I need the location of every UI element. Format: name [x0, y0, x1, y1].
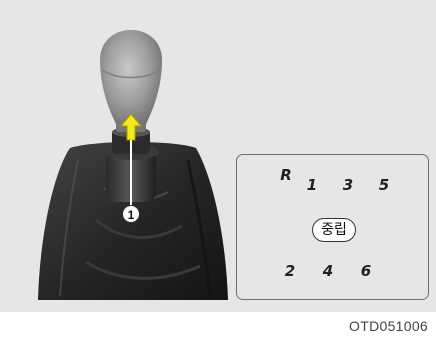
caption-bar: OTD051006	[0, 312, 436, 340]
gear-label-first: 1	[302, 176, 322, 194]
gear-label-third: 3	[338, 176, 358, 194]
gear-label-fourth: 4	[318, 262, 338, 280]
neutral-label: 중립	[312, 218, 356, 242]
gear-label-second: 2	[280, 262, 300, 280]
figure-code: OTD051006	[349, 318, 428, 334]
gear-label-reverse: R	[276, 166, 296, 184]
gear-label-fifth: 5	[374, 176, 394, 194]
gear-label-sixth: 6	[356, 262, 376, 280]
callout-number: 1	[122, 205, 140, 223]
